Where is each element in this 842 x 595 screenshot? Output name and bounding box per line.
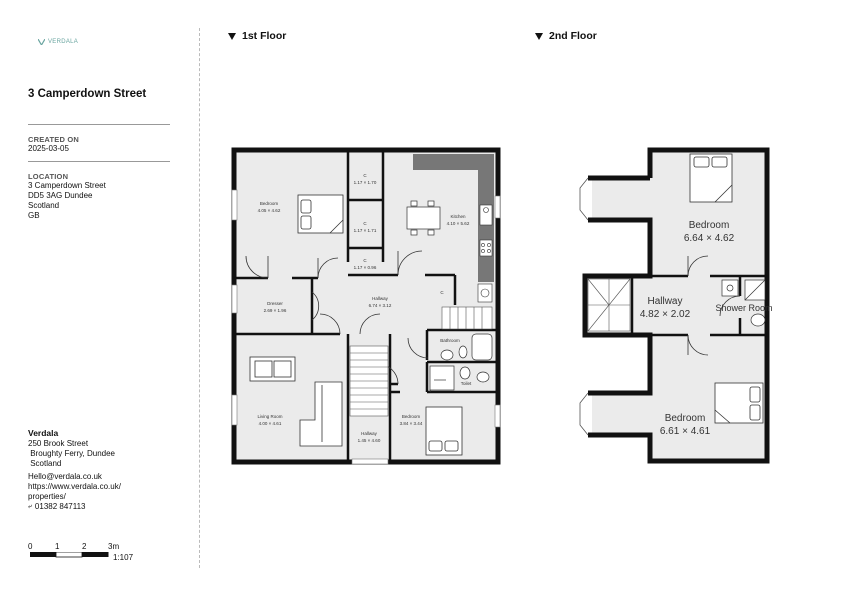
stairs (349, 306, 493, 417)
divider-line (28, 161, 170, 162)
second-floor-title: 2nd Floor (535, 30, 597, 42)
room-name-bedroom: Bedroom (665, 413, 706, 424)
location-line: DD5 3AG Dundee (28, 191, 93, 200)
agent-email-link[interactable]: Hello@verdala.co.uk (28, 472, 102, 481)
triangle-down-icon (535, 32, 543, 40)
kitchen-appliances (477, 204, 493, 303)
first-floor-room-labels: Bedroom 4.05 × 4.62 C 1.17 × 1.70 C 1.17… (257, 173, 472, 443)
room-dims: 4.82 × 2.02 (640, 309, 691, 320)
interior-walls (236, 152, 496, 460)
scale-tick-label: 3m (108, 542, 120, 551)
room-name-dresser: Dresser (267, 301, 283, 306)
agent-phone[interactable]: ⤶ 01382 847113 (28, 502, 121, 512)
room-dims: 6.61 × 4.61 (660, 426, 711, 437)
dining-table (406, 200, 441, 236)
first-floor-plan: Bedroom 4.05 × 4.62 C 1.17 × 1.70 C 1.17… (231, 147, 501, 465)
created-label: CREATED ON (28, 135, 80, 144)
second-floor-outer-wall (582, 147, 770, 464)
room-name-hallway: Hallway (372, 296, 389, 301)
second-floor-title-text: 2nd Floor (549, 30, 597, 42)
first-floor-title-text: 1st Floor (242, 30, 287, 42)
agent-address-line: Broughty Ferry, Dundee (28, 449, 116, 458)
verdala-logo[interactable]: VERDALA (38, 39, 78, 45)
website-line: https://www.verdala.co.uk/ (28, 482, 121, 491)
room-dims: 1.17 × 1.71 (354, 228, 377, 233)
second-floor-plan: Bedroom 6.64 × 4.62 Hallway 4.82 × 2.02 … (579, 147, 773, 464)
phone-number: 01382 847113 (34, 502, 86, 511)
room-dims: 6.64 × 4.62 (684, 233, 735, 244)
info-sidebar: VERDALA 3 Camperdown Street CREATED ON 2… (0, 0, 200, 595)
room-name-kitchen: Kitchen (450, 214, 466, 219)
room-name-cupboard: C (363, 258, 367, 263)
created-date: 2025-03-05 (28, 144, 69, 153)
location-address: 3 Camperdown Street DD5 3AG Dundee Scotl… (28, 181, 106, 221)
property-title: 3 Camperdown Street (28, 88, 147, 100)
room-dims: 4.10 × 5.62 (447, 221, 470, 226)
room-name-cupboard: C (363, 221, 367, 226)
room-name-toilet: Toilet (461, 381, 472, 386)
divider-line (28, 124, 170, 125)
logo-text: VERDALA (48, 39, 79, 45)
room-name-cupboard: C (363, 173, 367, 178)
room-name-bathroom: Bathroom (440, 338, 460, 343)
second-floor-door-swings (687, 255, 741, 356)
first-floor-title: 1st Floor (228, 30, 286, 42)
website-line: properties/ (28, 492, 66, 501)
room-dims: 4.05 × 4.62 (258, 208, 281, 213)
scale-tick-label: 2 (82, 542, 87, 551)
bathroom-fixtures (429, 333, 493, 391)
room-dims: 1.45 × 4.60 (358, 438, 381, 443)
agent-name: Verdala (28, 428, 59, 438)
agent-contact: Hello@verdala.co.uk https://www.verdala.… (28, 472, 121, 512)
second-floor-interior-walls (630, 274, 767, 337)
scale-tick-label: 0 (28, 542, 33, 551)
windows (231, 189, 501, 465)
scale-tick-label: 1 (55, 542, 60, 551)
phone-icon: ⤶ (28, 503, 32, 510)
second-floor-room-labels: Bedroom 6.64 × 4.62 Hallway 4.82 × 2.02 … (640, 220, 773, 437)
triangle-down-icon (228, 32, 236, 40)
room-dims: 4.00 × 4.61 (259, 421, 282, 426)
sofa (249, 356, 343, 447)
scale-bar: 0 1 2 3m 1:107 (28, 542, 178, 572)
room-name-living-room: Living Room (257, 414, 282, 419)
second-floor-stairs (587, 278, 631, 332)
beds (297, 194, 463, 456)
agent-address: 250 Brook Street Broughty Ferry, Dundee … (28, 439, 115, 469)
location-line: GB (28, 211, 40, 220)
location-line: Scotland (28, 201, 60, 210)
agent-address-line: 250 Brook Street (28, 439, 89, 448)
agent-address-line: Scotland (28, 459, 62, 468)
location-line: 3 Camperdown Street (28, 181, 106, 190)
room-name-hallway: Hallway (647, 296, 682, 307)
room-name-bedroom: Bedroom (689, 220, 730, 231)
sidebar-divider (199, 28, 200, 568)
logo-mark-icon (38, 39, 45, 45)
room-name-bedroom: Bedroom (260, 201, 279, 206)
room-name-shower-room: Shower Room (715, 303, 772, 313)
room-dims: 2.69 × 1.96 (264, 308, 287, 313)
room-dims: 3.84 × 3.44 (400, 421, 423, 426)
room-name-cupboard: C (440, 290, 444, 295)
scale-bar-graphic (30, 552, 109, 558)
agent-website-link[interactable]: https://www.verdala.co.uk/ properties/ (28, 482, 121, 502)
room-dims: 1.17 × 1.70 (354, 180, 377, 185)
shower-fixtures (721, 279, 766, 327)
room-name-hallway: Hallway (361, 431, 378, 436)
room-name-bedroom: Bedroom (402, 414, 421, 419)
room-dims: 1.17 × 0.96 (354, 265, 377, 270)
location-label: LOCATION (28, 172, 69, 181)
scale-ratio: 1:107 (113, 553, 134, 562)
room-dims: 6.74 × 3.12 (369, 303, 392, 308)
second-floor-beds (689, 153, 764, 424)
bay-windows (579, 177, 589, 436)
